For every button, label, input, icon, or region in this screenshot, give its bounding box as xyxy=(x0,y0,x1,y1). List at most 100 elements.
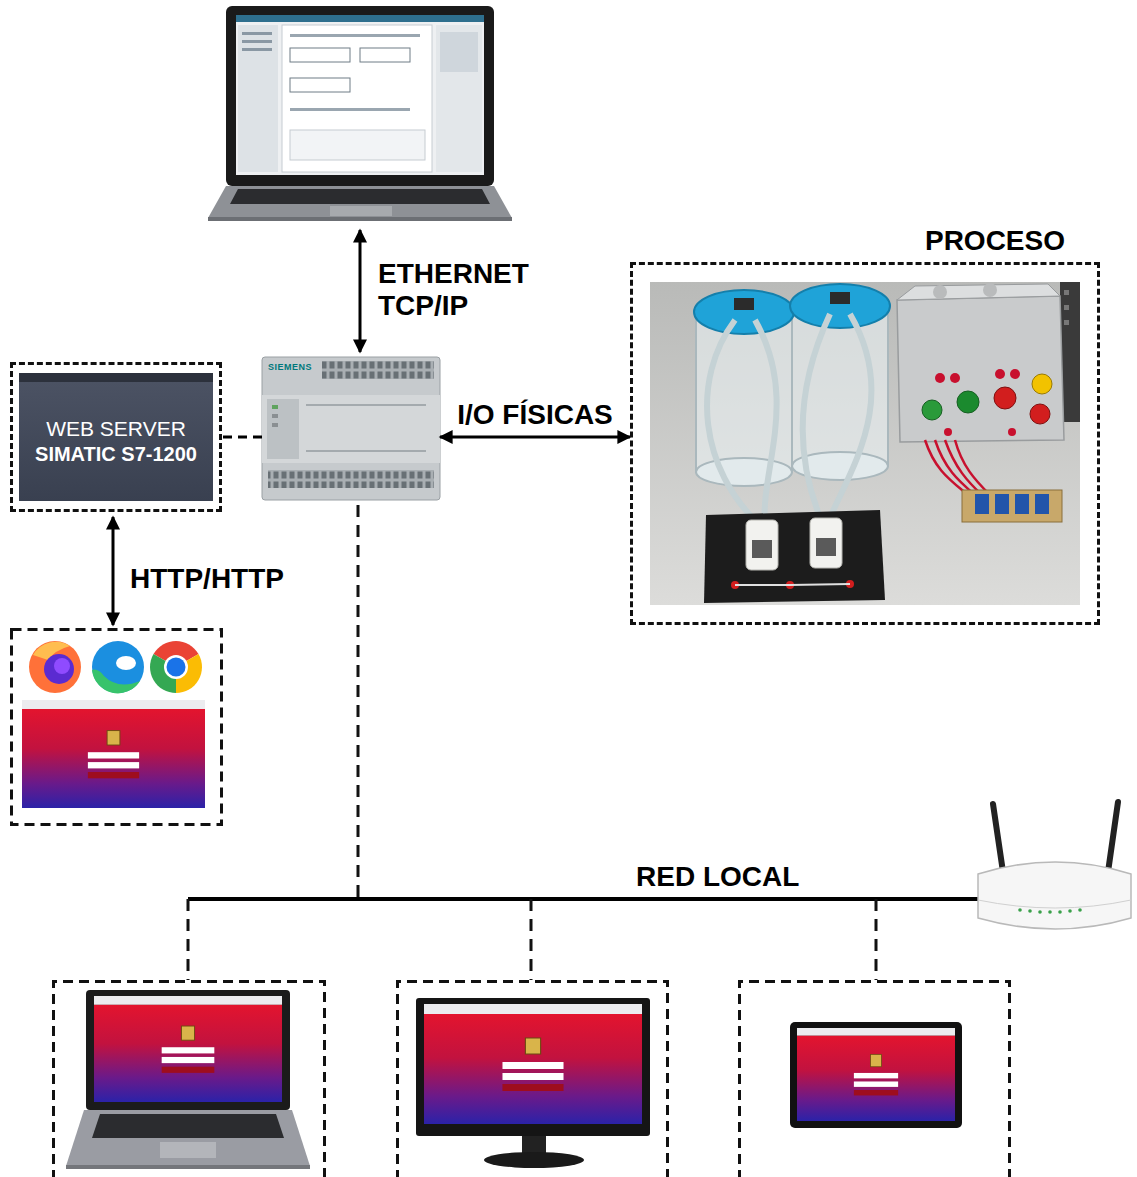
process-illustration xyxy=(696,458,792,486)
process-illustration xyxy=(1015,494,1029,514)
browser-illustration xyxy=(44,654,74,684)
client-laptop xyxy=(94,996,282,1102)
process-illustration xyxy=(897,284,1060,300)
router-illustration xyxy=(1028,909,1032,913)
process-heading: PROCESO xyxy=(633,224,1097,258)
plc-illustration xyxy=(272,405,278,409)
laptop-illustration xyxy=(236,15,484,175)
plc-illustration xyxy=(272,423,278,427)
laptop-illustration xyxy=(290,78,350,92)
laptop-illustration xyxy=(208,186,512,218)
process-illustration xyxy=(995,494,1009,514)
protocol-label: HTTP/HTTP xyxy=(130,563,284,595)
browser-illustration xyxy=(92,670,140,694)
process-illustration xyxy=(962,490,1062,522)
process-illustration xyxy=(707,320,760,525)
connector-label: I/O FÍSICAS xyxy=(457,398,613,432)
network-lines xyxy=(188,505,985,980)
process-illustration xyxy=(1030,404,1050,424)
laptop-illustration xyxy=(282,25,432,172)
laptop-illustration xyxy=(330,206,392,216)
process-illustration xyxy=(752,540,772,558)
router-illustration xyxy=(1058,910,1062,914)
process-illustration xyxy=(1008,428,1016,436)
process-illustration xyxy=(790,284,890,328)
screen-panel: WEB SERVERSIMATIC S7-1200 xyxy=(19,373,213,501)
process-illustration xyxy=(746,520,778,570)
client-laptop xyxy=(66,1110,310,1166)
laptop-illustration xyxy=(290,130,425,160)
plc-illustration xyxy=(322,361,434,379)
laptop-illustration xyxy=(242,48,272,51)
process-illustration xyxy=(734,298,754,310)
router-illustration xyxy=(1038,910,1042,914)
browser-illustration xyxy=(29,641,81,693)
client-monitor xyxy=(484,1152,584,1168)
plc-box: SIEMENS xyxy=(262,357,440,500)
laptop-illustration xyxy=(242,32,272,35)
protocol-label: ETHERNET TCP/IP xyxy=(378,258,548,322)
client-laptop xyxy=(66,1165,310,1169)
process-illustration xyxy=(650,282,1080,605)
laptop-illustration xyxy=(230,189,490,204)
client-tablet xyxy=(790,1022,962,1128)
router-illustration xyxy=(978,900,1131,908)
screen-subtitle: SIMATIC S7-1200 xyxy=(35,442,197,466)
client-laptop xyxy=(160,1142,216,1158)
browser-illustration xyxy=(54,658,70,674)
laptop-illustration xyxy=(242,40,272,43)
client-laptop xyxy=(92,1114,284,1138)
process-illustration xyxy=(1032,374,1052,394)
process-illustration xyxy=(957,391,979,413)
client-tablet xyxy=(790,1022,962,1128)
screen-title: WEB SERVER xyxy=(46,417,186,441)
process-illustration xyxy=(803,314,830,522)
connector xyxy=(440,436,630,439)
network-lines xyxy=(187,899,190,980)
process-illustration xyxy=(975,494,989,514)
http-arrow xyxy=(113,517,114,625)
client-laptop xyxy=(86,990,290,1110)
router-illustration xyxy=(978,862,1131,929)
process-illustration xyxy=(650,282,1080,605)
process-illustration xyxy=(922,400,942,420)
client-monitor xyxy=(424,1004,642,1124)
connector xyxy=(222,436,262,439)
process-illustration xyxy=(1064,320,1069,325)
router-illustration xyxy=(1108,802,1118,872)
browser-illustration xyxy=(92,641,144,693)
process-illustration xyxy=(830,292,850,304)
network-label: RED LOCAL xyxy=(636,861,799,893)
process-illustration xyxy=(1010,369,1020,379)
plc-illustration xyxy=(272,414,278,418)
process-illustration xyxy=(694,290,794,334)
process-illustration xyxy=(983,283,997,297)
laptop-illustration xyxy=(290,108,410,111)
browser-illustration xyxy=(167,658,186,677)
process-illustration xyxy=(897,296,1064,442)
process-illustration xyxy=(925,440,990,495)
process-illustration xyxy=(755,320,777,525)
plc-illustration xyxy=(262,357,440,500)
router-illustration xyxy=(1048,910,1052,914)
process-illustration xyxy=(994,387,1016,409)
process-illustration xyxy=(810,518,842,568)
browser-illustration xyxy=(116,656,136,670)
process-illustration xyxy=(704,510,885,603)
process-illustration xyxy=(933,285,947,299)
network-lines xyxy=(875,899,878,980)
plc-illustration xyxy=(262,357,440,500)
laptop-illustration xyxy=(440,32,478,72)
laptop-illustration xyxy=(208,6,512,221)
client-device-boxes xyxy=(54,982,1010,1177)
laptop-illustration xyxy=(226,6,494,186)
process-illustration xyxy=(816,538,836,556)
plc-illustration xyxy=(268,470,434,488)
plc-illustration xyxy=(306,450,426,452)
brand-text: SIEMENS xyxy=(268,363,440,373)
process-illustration xyxy=(950,373,960,383)
network-lines xyxy=(188,897,985,901)
web-server-box: WEB SERVERSIMATIC S7-1200 xyxy=(10,362,222,512)
